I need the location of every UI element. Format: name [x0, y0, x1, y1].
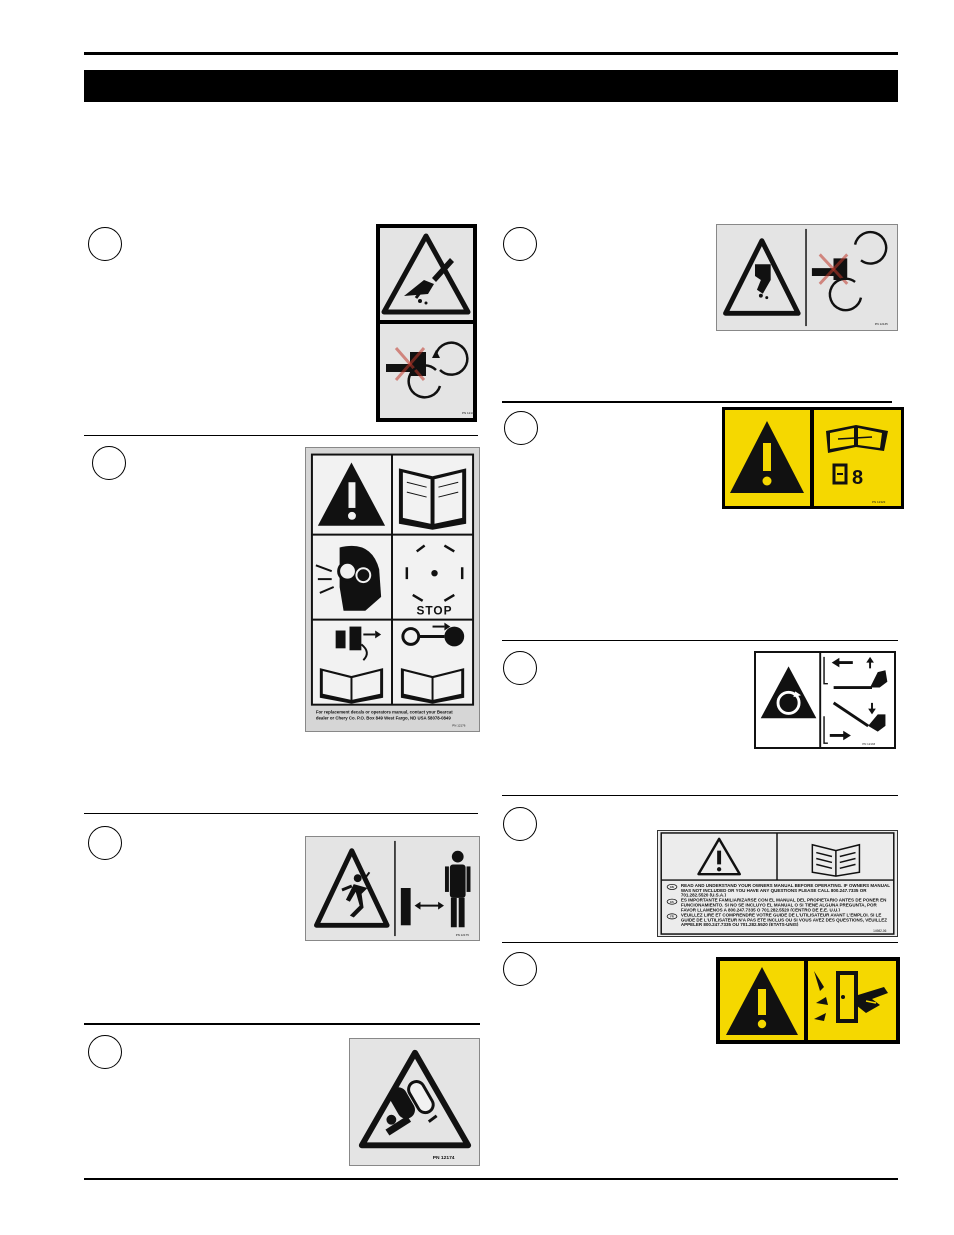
part-number: PN 12176 — [452, 723, 465, 727]
decal-owners-manual-art: EN READ AND UNDERSTAND YOUR OWNERS MANUA… — [660, 832, 895, 935]
warning-triangle-icon — [358, 1049, 472, 1149]
rotating-icon — [776, 690, 801, 715]
part-number: PN 12323 — [872, 500, 886, 504]
manual-book-icon — [319, 668, 384, 704]
item-number-circle — [88, 1035, 122, 1069]
decal-safety-grid: STOP For replacement decals or operators… — [305, 447, 480, 732]
hand-icon — [404, 280, 434, 296]
rotating-parts-icon — [405, 544, 464, 602]
manual-book-icon — [826, 425, 888, 453]
ear-eye-protection-icon — [315, 545, 382, 611]
separator — [502, 640, 898, 641]
decal-safety-grid-art: STOP For replacement decals or operators… — [310, 453, 475, 727]
warning-triangle-icon — [723, 238, 801, 316]
language-badge: FR — [670, 915, 674, 919]
warning-triangle-icon — [697, 837, 741, 876]
part-number: PN 12136 — [462, 411, 476, 415]
decal-pinch-hazard-yellow-art — [720, 961, 896, 1040]
decal-finger-cut-art: PN 12136 — [380, 228, 476, 418]
item-number-circle — [92, 446, 126, 480]
decal-pinch-hazard-yellow — [716, 957, 900, 1044]
decal-owners-manual: EN READ AND UNDERSTAND YOUR OWNERS MANUA… — [657, 830, 898, 937]
person-icon — [444, 850, 471, 928]
roller-entanglement-icon — [385, 1080, 438, 1136]
decal-entanglement-art: PN 12174 — [358, 1049, 472, 1161]
decal-footer-line: For replacement decals or operators manu… — [316, 710, 453, 715]
top-rule — [84, 52, 898, 55]
hand-icon — [754, 264, 771, 294]
falling-person-icon — [341, 871, 371, 918]
manual-section-number: 8 — [852, 467, 863, 489]
decal-hand-rotating-art: PN 12135 — [723, 228, 888, 326]
lever-disengage-icon — [823, 656, 888, 689]
decal-hand-rotating: PN 12135 — [716, 224, 898, 331]
item-number-circle — [503, 807, 537, 841]
section-title — [84, 77, 94, 94]
decal-keep-distance: PN 12175 — [305, 836, 480, 941]
decal-finger-cut: PN 12136 — [376, 224, 477, 422]
item-number-circle — [503, 227, 537, 261]
part-number: PN 12175 — [456, 933, 469, 937]
decal-read-manual-yellow-art: 8 PN 12323 — [725, 410, 901, 506]
double-arrow-icon — [414, 901, 444, 910]
item-number-circle — [503, 952, 537, 986]
decal-drive-engage-art: PN 12133 — [760, 653, 888, 747]
rotating-icon — [434, 341, 469, 376]
separator — [84, 813, 478, 814]
item-number-circle — [503, 651, 537, 685]
section-title-bar — [84, 70, 898, 102]
warning-triangle-icon — [381, 233, 471, 315]
manual-book-icon — [398, 468, 467, 530]
language-badge: ES — [670, 900, 674, 904]
part-number: PN 12135 — [875, 322, 888, 326]
separator — [84, 435, 478, 436]
part-number: PN 12174 — [433, 1155, 455, 1161]
manual-section-icon — [832, 463, 848, 485]
stop-label: STOP — [416, 604, 452, 618]
bottom-rule — [84, 1178, 898, 1180]
manual-book-icon — [811, 843, 861, 877]
warning-triangle-icon — [314, 848, 390, 928]
blade-icon — [432, 258, 454, 282]
separator — [502, 942, 898, 943]
item-number-circle — [88, 227, 122, 261]
door-pinch-icon — [814, 971, 888, 1023]
item-number-circle — [504, 411, 538, 445]
decal-keep-distance-art: PN 12175 — [314, 840, 471, 937]
item-number-circle — [88, 826, 122, 860]
instruction-text-fr: VEUILLEZ LIRE ET COMPRENDRE VOTRE GUIDE … — [680, 912, 888, 927]
decal-footer-line: dealer or Chery Co. P.O. Box 849 West Fa… — [316, 715, 451, 720]
machine-icon — [400, 888, 411, 926]
decal-read-manual-yellow: 8 PN 12323 — [722, 407, 904, 509]
separator — [502, 401, 892, 403]
part-number: 14982-06 — [873, 929, 886, 933]
separator — [502, 795, 898, 796]
separator — [84, 1023, 480, 1025]
disconnect-icon — [335, 626, 382, 661]
decal-drive-engage: PN 12133 — [754, 651, 896, 749]
hand-icon — [856, 987, 888, 1013]
manual-book-icon — [400, 668, 465, 704]
part-number: PN 12133 — [862, 742, 875, 746]
instruction-text-es: ES IMPORTANTE FAMILIARIZARSE CON EL MANU… — [680, 897, 887, 912]
lever-engage-icon — [823, 701, 886, 744]
rotating-icon — [853, 230, 888, 265]
remove-key-icon — [401, 622, 465, 647]
instruction-text-en: READ AND UNDERSTAND YOUR OWNERS MANUAL B… — [680, 883, 890, 897]
language-badge: EN — [670, 885, 674, 889]
decal-entanglement: PN 12174 — [349, 1038, 480, 1166]
